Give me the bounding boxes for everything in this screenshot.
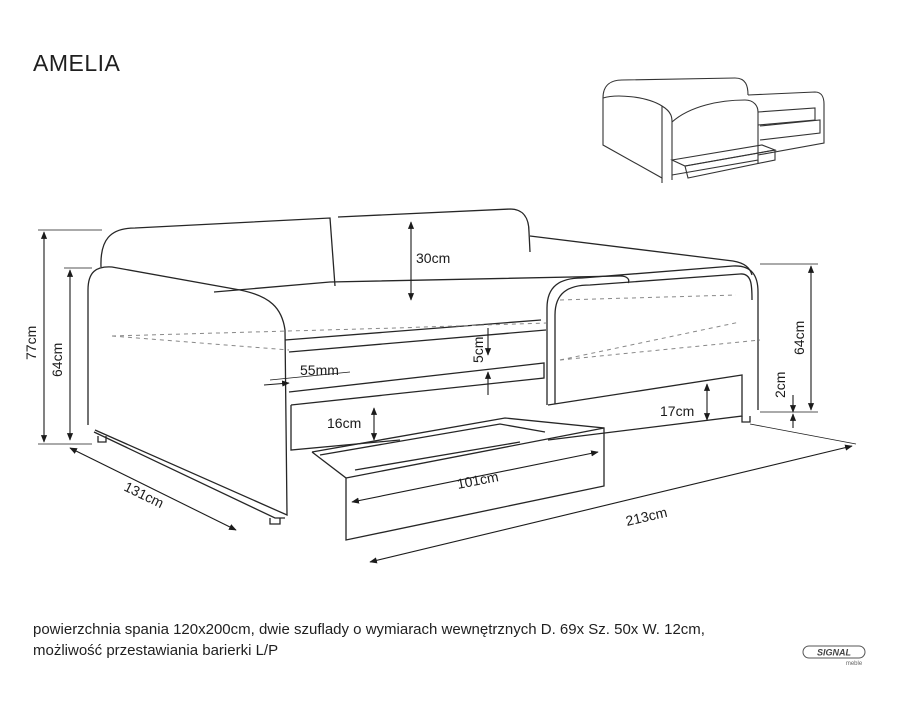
- product-description: powierzchnia spania 120x200cm, dwie szuf…: [33, 619, 833, 661]
- label-total-height: 77cm: [23, 326, 39, 360]
- dimension-lines: [38, 221, 857, 564]
- label-mattress-step: 5cm: [470, 337, 486, 363]
- backrest-right: [529, 235, 753, 276]
- barrier-right: [546, 265, 759, 410]
- mattress-top: [213, 275, 630, 293]
- label-depth: 131cm: [122, 478, 167, 511]
- label-leg-height: 2cm: [772, 372, 788, 398]
- logo-brand: SIGNAL: [817, 648, 851, 658]
- label-drawer-height-left: 16cm: [327, 415, 361, 431]
- sleeping-surface-outline: [111, 294, 761, 361]
- label-side-height-right: 64cm: [791, 321, 807, 355]
- thumbnail-sofa: [602, 77, 825, 183]
- backrest-center: [337, 208, 531, 253]
- right-base: [547, 374, 743, 441]
- label-side-height-left: 64cm: [49, 343, 65, 377]
- product-title: AMELIA: [33, 50, 121, 76]
- backrest-left: [100, 217, 336, 287]
- label-drawer-width: 101cm: [456, 468, 500, 492]
- label-barrier-width: 55mm: [300, 362, 339, 378]
- dimension-labels: 30cm 77cm 64cm 64cm 2cm 55mm 5cm 16cm 17…: [23, 250, 807, 529]
- front-rail: [288, 362, 545, 406]
- logo-sub: meble: [846, 661, 863, 667]
- armrest-left: [87, 266, 288, 517]
- description-line-1: powierzchnia spania 120x200cm, dwie szuf…: [33, 621, 705, 638]
- label-backrest-height: 30cm: [416, 250, 450, 266]
- description-line-2: możliwość przestawiania barierki L/P: [33, 642, 279, 659]
- signal-logo: SIGNAL meble: [802, 645, 866, 667]
- label-drawer-height-right: 17cm: [660, 403, 694, 419]
- label-width: 213cm: [624, 504, 669, 529]
